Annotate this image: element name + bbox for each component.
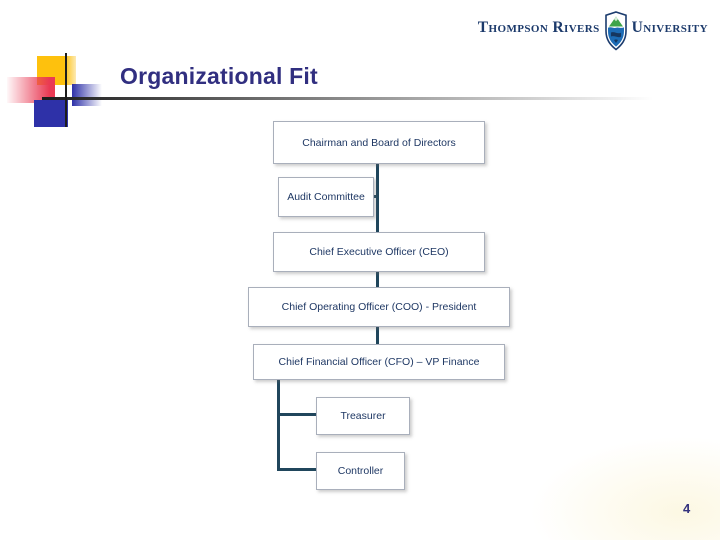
tru-shield-icon (604, 11, 627, 51)
connector-ceo-to-coo (376, 269, 379, 288)
slide-title: Organizational Fit (120, 63, 318, 89)
org-node-coo: Chief Operating Officer (COO) - Presiden… (248, 287, 510, 327)
connector-cfo-descender (277, 377, 280, 471)
connector-audit-branch (370, 195, 378, 198)
org-node-ceo: Chief Executive Officer (CEO) (273, 232, 485, 272)
org-node-treasurer: Treasurer (316, 397, 410, 435)
logo-text-thompson-rivers: Thompson Rivers (477, 19, 600, 36)
connector-controller-branch (279, 468, 317, 471)
title-underline (42, 97, 692, 100)
org-node-cfo: Chief Financial Officer (CFO) – VP Finan… (253, 344, 505, 380)
org-node-audit-committee: Audit Committee (278, 177, 374, 217)
decor-blue-fade-square (72, 84, 102, 106)
connector-treasurer-branch (279, 413, 317, 416)
decor-vertical-line (65, 53, 67, 127)
title-decoration (0, 0, 130, 140)
connector-coo-to-cfo (376, 324, 379, 345)
decor-blue-square (34, 100, 68, 127)
slide-page-number: 4 (683, 501, 691, 516)
logo-text-university: University (631, 19, 708, 36)
org-node-controller: Controller (316, 452, 405, 490)
org-node-chairman-board: Chairman and Board of Directors (273, 121, 485, 164)
university-logo: Thompson Rivers University (478, 11, 708, 51)
